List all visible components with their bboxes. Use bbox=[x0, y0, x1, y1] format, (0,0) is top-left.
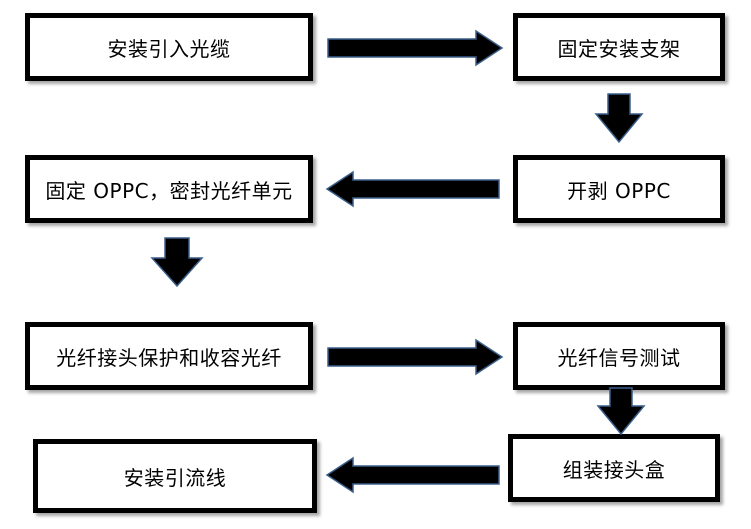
step-2-label: 固定安装支架 bbox=[557, 36, 681, 61]
arrow-down-icon bbox=[150, 237, 204, 288]
step-8-box: 安装引流线 bbox=[33, 439, 317, 513]
step-2-box: 固定安装支架 bbox=[513, 13, 725, 81]
step-6-box: 光纤信号测试 bbox=[513, 322, 725, 390]
arrow-right-icon bbox=[327, 29, 504, 67]
step-6-label: 光纤信号测试 bbox=[557, 345, 681, 370]
arrow-right-icon bbox=[327, 338, 504, 376]
arrow-down-icon bbox=[594, 93, 644, 144]
step-4-box: 固定 OPPC，密封光纤单元 bbox=[25, 155, 313, 223]
step-8-label: 安装引流线 bbox=[123, 465, 227, 490]
step-3-box: 开剥 OPPC bbox=[513, 155, 725, 223]
step-7-box: 组装接头盒 bbox=[508, 434, 720, 502]
arrow-left-icon bbox=[325, 170, 500, 208]
step-1-label: 安装引入光缆 bbox=[107, 36, 231, 61]
step-1-box: 安装引入光缆 bbox=[25, 13, 313, 81]
arrow-left-icon bbox=[325, 456, 500, 494]
step-5-box: 光纤接头保护和收容光纤 bbox=[25, 322, 313, 390]
step-5-label: 光纤接头保护和收容光纤 bbox=[56, 345, 282, 370]
arrow-down-icon bbox=[596, 387, 646, 436]
step-4-label: 固定 OPPC，密封光纤单元 bbox=[45, 178, 293, 203]
step-7-label: 组装接头盒 bbox=[562, 457, 666, 482]
step-3-label: 开剥 OPPC bbox=[567, 178, 671, 203]
